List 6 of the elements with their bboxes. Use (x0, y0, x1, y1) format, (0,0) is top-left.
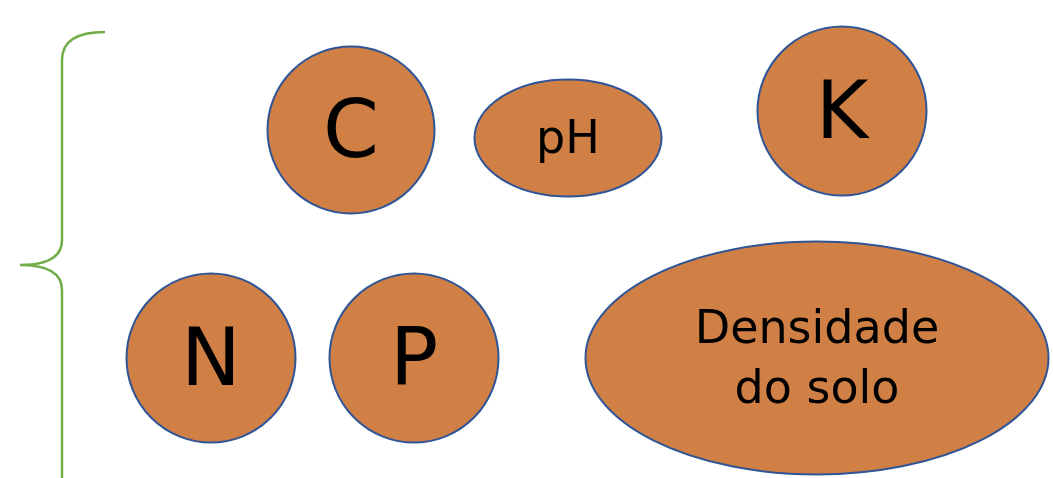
node-label: C (323, 82, 379, 178)
node-label: pH (536, 109, 600, 167)
node-label: Densidade do solo (693, 299, 941, 416)
node-label: N (181, 310, 241, 406)
node-label: K (815, 63, 869, 159)
node-label: P (389, 310, 439, 406)
